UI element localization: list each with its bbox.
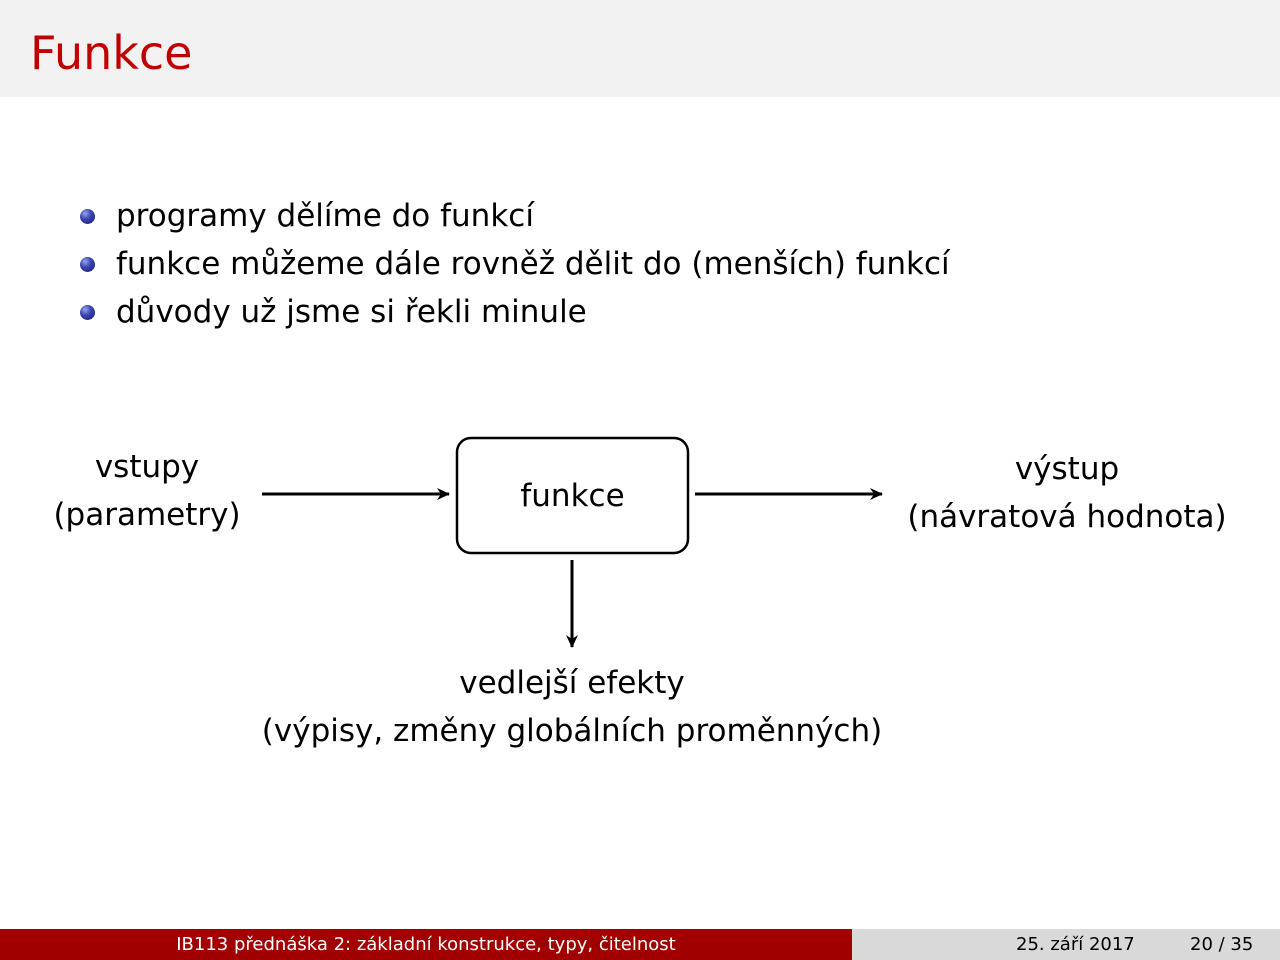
side-effects-line2: (výpisy, změny globálních proměnných) bbox=[261, 713, 883, 749]
bullet-list: programy dělíme do funkcí funkce můžeme … bbox=[78, 192, 950, 336]
output-label: výstup (návratová hodnota) bbox=[892, 445, 1242, 541]
bullet-dot-icon bbox=[80, 209, 95, 224]
input-label-line1: vstupy bbox=[94, 449, 200, 485]
function-box bbox=[455, 436, 690, 555]
side-effects-label: vedlejší efekty (výpisy, změny globálníc… bbox=[222, 659, 922, 755]
output-label-line2: (návratová hodnota) bbox=[907, 499, 1227, 535]
output-label-line1: výstup bbox=[1014, 451, 1120, 487]
bullet-item: programy dělíme do funkcí bbox=[78, 192, 950, 240]
bullet-dot-icon bbox=[80, 257, 95, 272]
bullet-item: důvody už jsme si řekli minule bbox=[78, 288, 950, 336]
function-box-label: funkce bbox=[520, 478, 625, 514]
slide-title: Funkce bbox=[30, 26, 193, 80]
input-label-line2: (parametry) bbox=[53, 497, 241, 533]
bullet-item: funkce můžeme dále rovněž dělit do (menš… bbox=[78, 240, 950, 288]
bullet-text: funkce můžeme dále rovněž dělit do (menš… bbox=[116, 246, 950, 282]
bullet-dot-icon bbox=[80, 305, 95, 320]
title-bar: Funkce bbox=[0, 0, 1280, 97]
bullet-text: důvody už jsme si řekli minule bbox=[116, 294, 587, 330]
bullet-text: programy dělíme do funkcí bbox=[116, 198, 534, 234]
input-label: vstupy (parametry) bbox=[47, 443, 247, 539]
side-effects-line1: vedlejší efekty bbox=[459, 665, 685, 701]
footer-info-bar bbox=[852, 929, 1280, 960]
footer-course-bar: IB113 přednáška 2: základní konstrukce, … bbox=[0, 929, 852, 960]
footer-course: IB113 přednáška 2: základní konstrukce, … bbox=[176, 934, 676, 955]
footer-date: 25. září 2017 bbox=[1016, 934, 1135, 955]
footer-page-number: 20 / 35 bbox=[1190, 934, 1254, 955]
